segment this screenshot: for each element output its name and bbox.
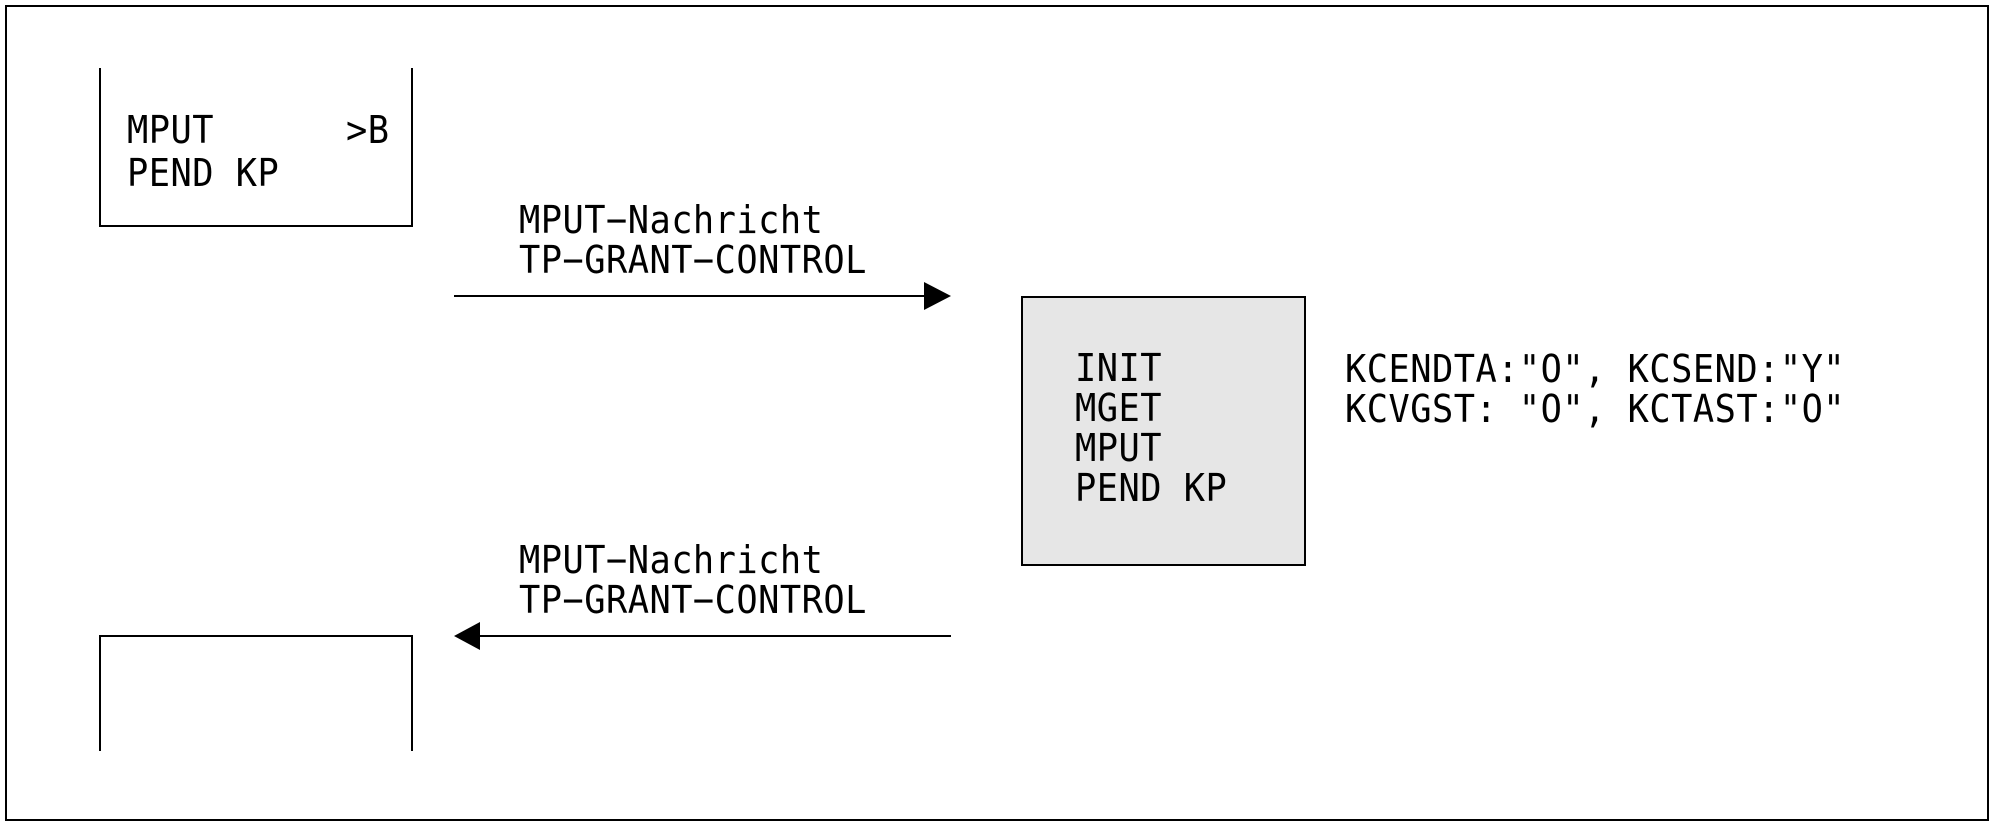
- status-line2: KCVGST: "O", KCTAST:"O": [1345, 387, 1846, 431]
- arrow-out-head: [924, 282, 951, 310]
- message-back-line2: TP−GRANT−CONTROL: [519, 578, 867, 622]
- process-line-pend: PEND KP: [1075, 466, 1228, 510]
- client-top-line1-left: MPUT: [127, 108, 214, 152]
- client-box-bottom: [99, 635, 413, 751]
- arrow-back-head: [454, 622, 480, 650]
- process-line-mput: MPUT: [1075, 426, 1162, 470]
- diagram-frame: [5, 5, 1989, 821]
- client-box-top: [99, 68, 413, 227]
- message-back-line1: MPUT−Nachricht: [519, 538, 824, 582]
- message-out-line2: TP−GRANT−CONTROL: [519, 238, 867, 282]
- process-line-mget: MGET: [1075, 386, 1162, 430]
- message-out-line1: MPUT−Nachricht: [519, 198, 824, 242]
- status-line1: KCENDTA:"O", KCSEND:"Y": [1345, 347, 1846, 391]
- client-top-line1-right: >B: [346, 108, 390, 152]
- process-box: [1021, 296, 1306, 566]
- process-line-init: INIT: [1075, 346, 1162, 390]
- client-top-line2: PEND KP: [127, 151, 280, 195]
